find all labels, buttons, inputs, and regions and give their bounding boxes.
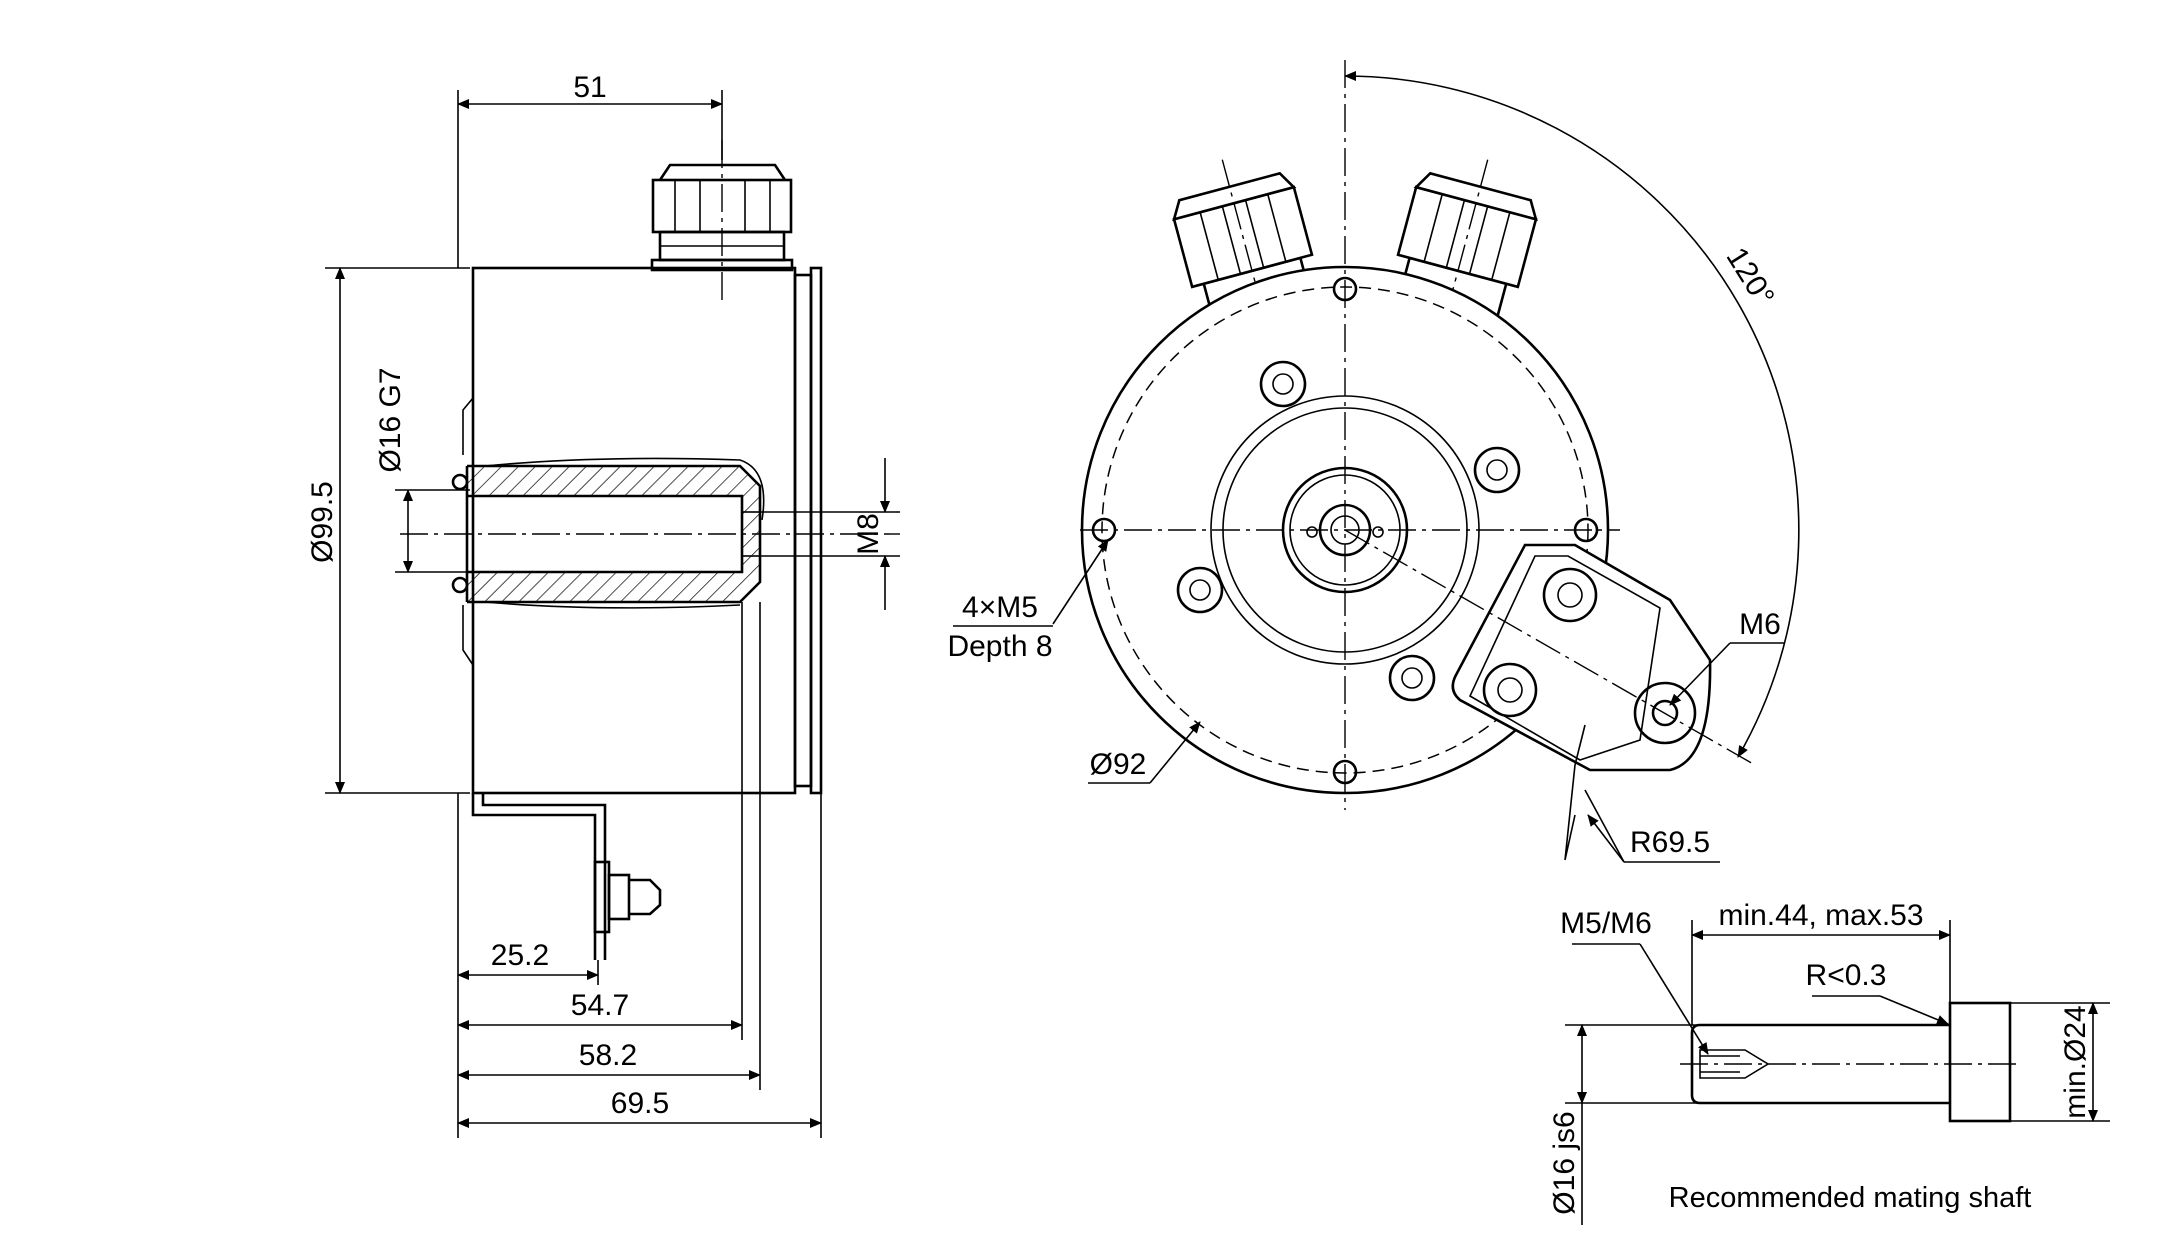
torque-bracket-side — [471, 793, 662, 960]
dim-diameter-99-5: Ø99.5 — [306, 481, 339, 563]
flange-ring — [793, 273, 813, 788]
dim-thread-m6: M6 — [1739, 608, 1781, 641]
front-view: 120° 4×M5 Depth 8 Ø92 M6 R69.5 — [947, 60, 1800, 863]
dim-collar-diameter: min.Ø24 — [2059, 1005, 2092, 1118]
dim-angle-120: 120° — [1720, 242, 1781, 312]
mating-shaft-view: min.44, max.53 M5/M6 R<0.3 min.Ø24 Ø16 j… — [1548, 899, 2110, 1225]
dim-54-7: 54.7 — [571, 989, 629, 1022]
side-view: 51 Ø99.5 Ø16 G7 M8 25.2 54.7 58.2 69.5 — [306, 71, 900, 1138]
dim-bolt-circle-92: Ø92 — [1090, 748, 1147, 781]
hollow-shaft-section — [451, 457, 765, 609]
mating-shaft-caption: Recommended mating shaft — [1669, 1182, 2032, 1214]
dim-thread-m8: M8 — [852, 513, 885, 555]
dim-58-2: 58.2 — [579, 1039, 637, 1072]
label-thread-m5-m6: M5/M6 — [1560, 907, 1652, 940]
label-depth-8: Depth 8 — [947, 630, 1052, 663]
flange-ring-outer — [809, 266, 823, 795]
dim-radius-69-5: R69.5 — [1630, 826, 1710, 859]
dim-bore-16-g7: Ø16 G7 — [374, 367, 407, 472]
dim-shaft-diameter: Ø16 js6 — [1548, 1111, 1581, 1214]
label-fillet-r03: R<0.3 — [1806, 959, 1887, 992]
dim-69-5: 69.5 — [611, 1087, 669, 1120]
dim-51: 51 — [573, 71, 606, 104]
dim-length-range: min.44, max.53 — [1718, 899, 1923, 932]
shaft-collar — [1948, 1001, 2012, 1123]
dim-25-2: 25.2 — [491, 939, 549, 972]
label-4xm5: 4×M5 — [962, 591, 1038, 624]
